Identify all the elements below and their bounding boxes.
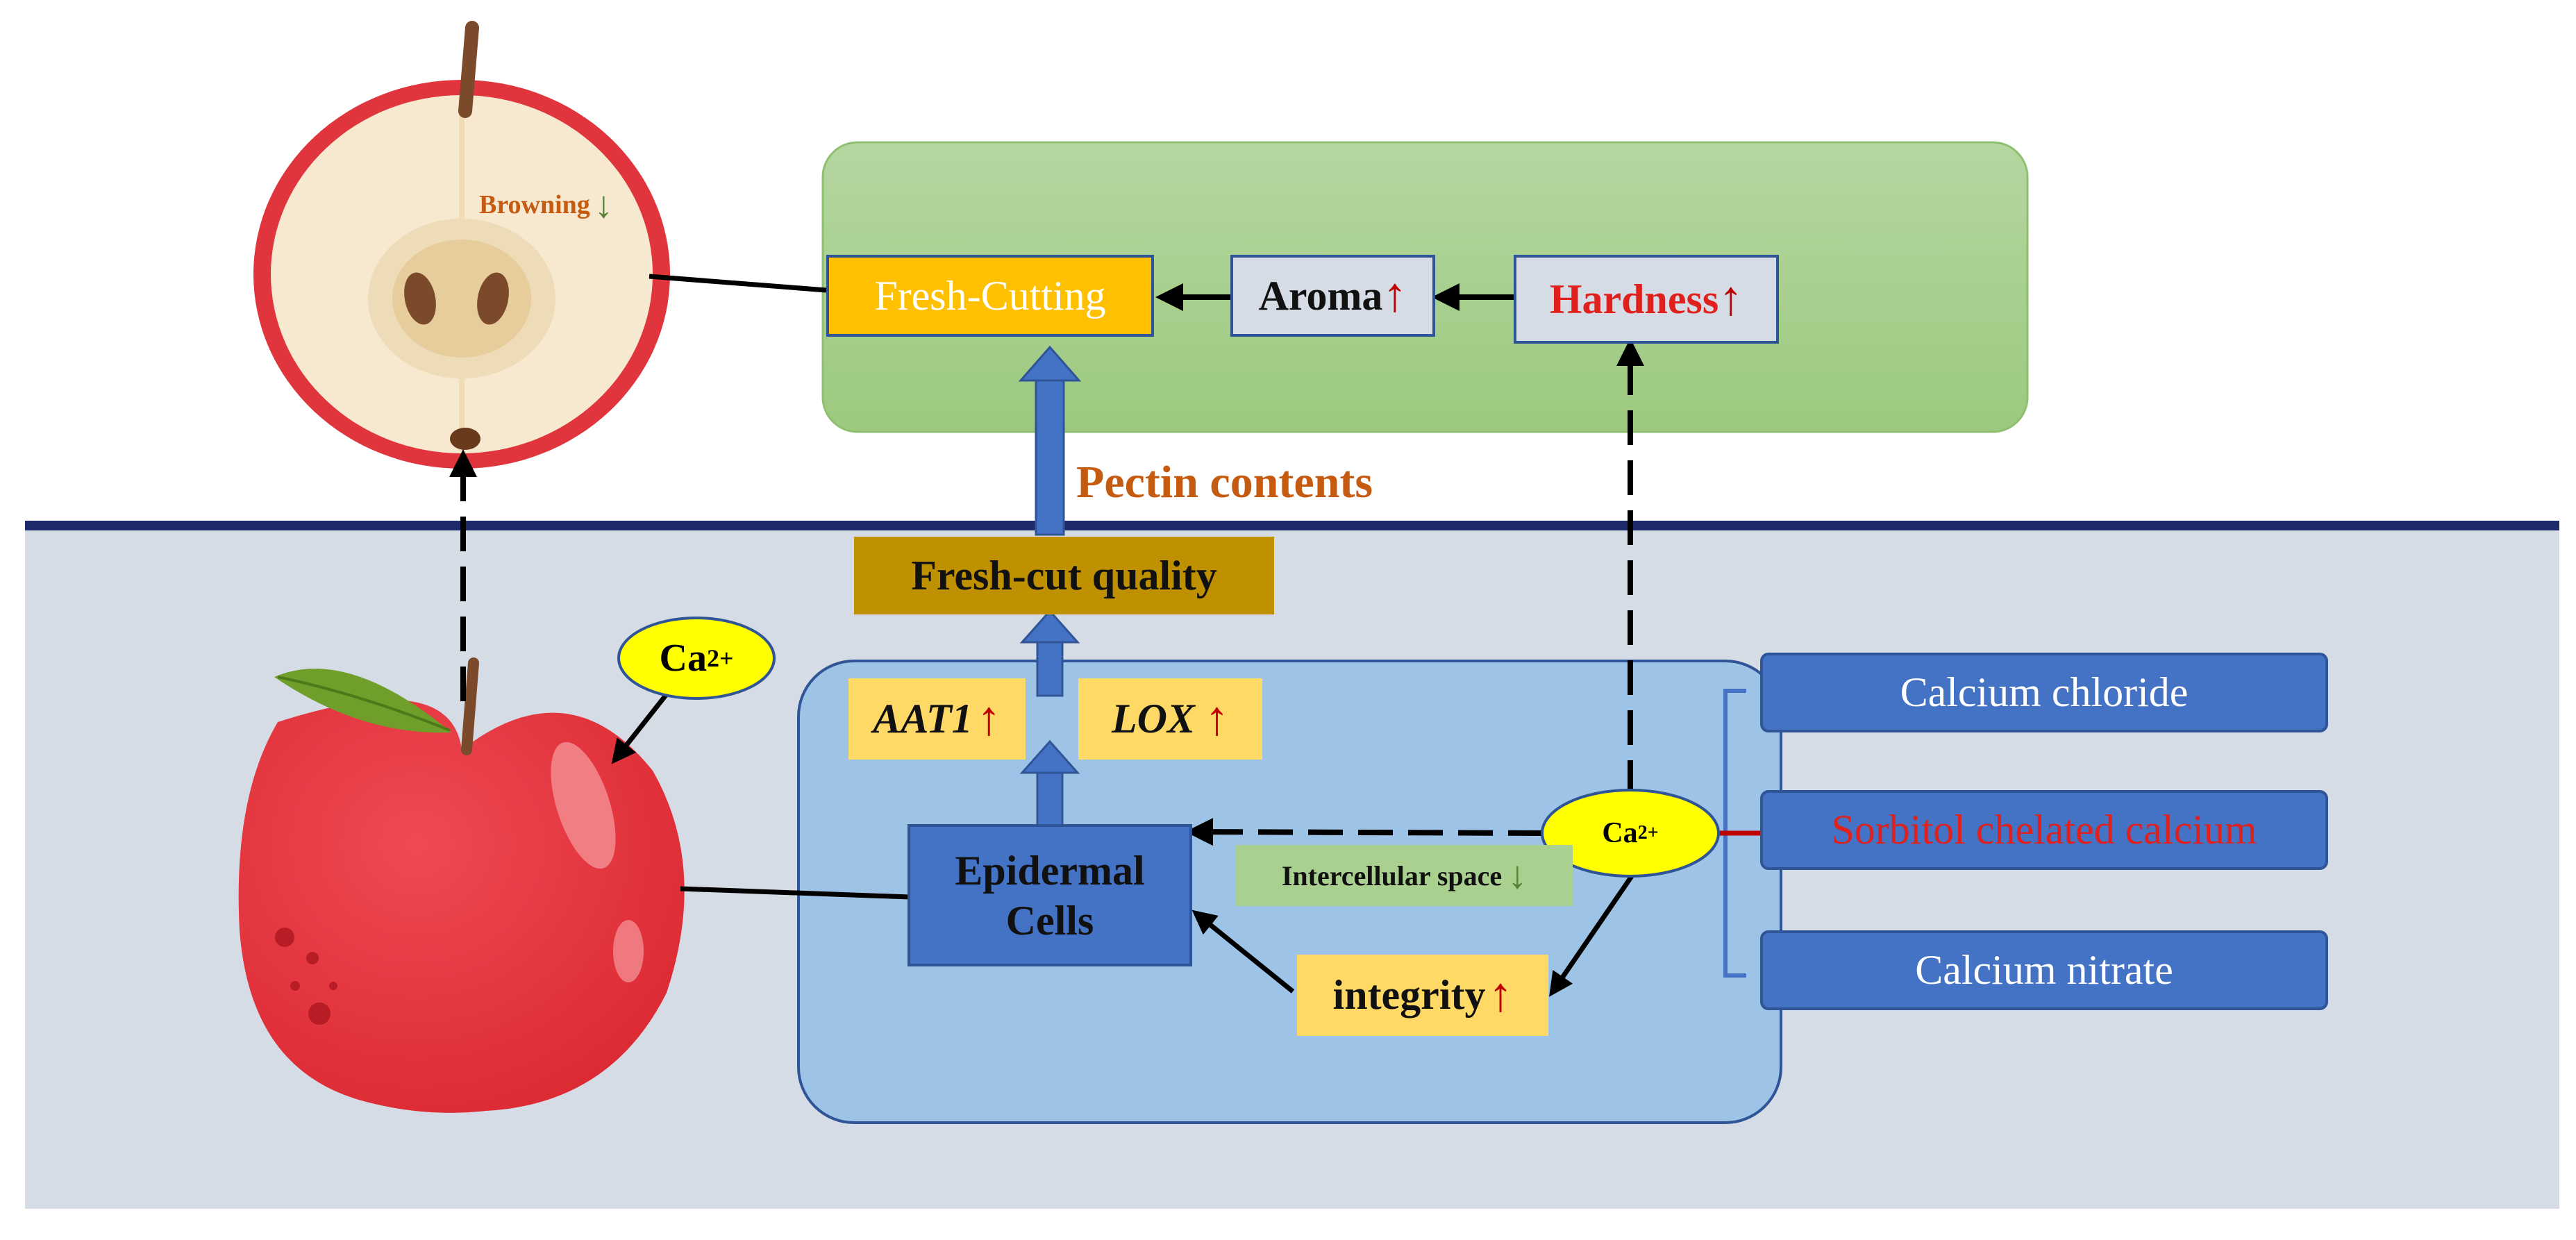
up-arrow-icon: ↑ xyxy=(1205,692,1229,746)
arrow-dashed-ca-to-epidermal xyxy=(1185,818,1544,846)
lox-box: LOX ↑ xyxy=(1078,678,1262,760)
block-arrow-genes-up xyxy=(1019,609,1080,697)
fresh-cutting-box: Fresh-Cutting xyxy=(826,255,1154,337)
whole-apple xyxy=(238,657,685,1113)
up-arrow-icon: ↑ xyxy=(1488,968,1513,1022)
up-arrow-icon: ↑ xyxy=(1718,272,1743,326)
treatment-sorbitol-chelated-calcium: Sorbitol chelated calcium xyxy=(1760,790,2328,870)
integrity-box: integrity ↑ xyxy=(1297,955,1548,1036)
connector-bottom-apple xyxy=(680,886,910,900)
epidermal-label-line2: Cells xyxy=(1005,897,1094,944)
ca-outer-base: Ca xyxy=(659,637,707,680)
arrow-integrity-to-epidermal xyxy=(1191,910,1295,994)
hardness-box: Hardness ↑ xyxy=(1514,255,1779,344)
browning-label: Browning ↓ xyxy=(479,182,618,227)
treatment-calcium-nitrate: Calcium nitrate xyxy=(1760,930,2328,1010)
integrity-label: integrity xyxy=(1332,972,1486,1018)
fresh-cutting-label: Fresh-Cutting xyxy=(874,272,1106,319)
connector-top-apple xyxy=(649,274,827,293)
treatment-sorbitol-chelated-calcium-label: Sorbitol chelated calcium xyxy=(1831,807,2257,853)
ca-outer-charge: 2+ xyxy=(706,644,734,672)
aat1-label: AAT1 xyxy=(873,696,973,742)
browning-text: Browning xyxy=(479,190,590,219)
up-arrow-icon: ↑ xyxy=(976,692,1001,746)
block-arrow-epidermal-up xyxy=(1019,739,1080,828)
aat1-box: AAT1 ↑ xyxy=(848,678,1026,760)
ca-ellipse-outer xyxy=(617,617,776,700)
fresh-cut-quality-box: Fresh-cut quality xyxy=(854,537,1274,614)
epidermal-label-line1: Epidermal xyxy=(955,847,1145,894)
intercellular-space-box: Intercellular space ↓ xyxy=(1236,845,1573,906)
epidermal-cells-box: Epidermal Cells xyxy=(908,824,1192,966)
pectin-contents-text: Pectin contents xyxy=(1076,457,1373,508)
treatment-calcium-chloride-label: Calcium chloride xyxy=(1900,669,2189,715)
fresh-cut-quality-label: Fresh-cut quality xyxy=(911,552,1217,598)
down-arrow-icon: ↓ xyxy=(1507,854,1528,897)
ca-inner-base: Ca xyxy=(1602,817,1638,849)
lox-label: LOX xyxy=(1112,696,1195,742)
aroma-label: Aroma xyxy=(1258,272,1383,319)
block-arrow-pectin xyxy=(1018,345,1082,536)
arrow-ca-to-apple xyxy=(611,692,669,764)
up-arrow-icon: ↑ xyxy=(1382,269,1407,322)
aroma-box: Aroma ↑ xyxy=(1230,255,1435,337)
apple-cross-section xyxy=(253,21,670,469)
arrow-ca-to-integrity xyxy=(1549,875,1634,997)
divider-line xyxy=(25,521,2559,530)
treatment-calcium-nitrate-label: Calcium nitrate xyxy=(1915,947,2173,993)
treatment-calcium-chloride: Calcium chloride xyxy=(1760,653,2328,732)
down-arrow-icon: ↓ xyxy=(594,183,613,226)
ca-ellipse-inner xyxy=(1541,789,1720,878)
pectin-contents-label: Pectin contents xyxy=(1076,455,1458,510)
hardness-label: Hardness xyxy=(1549,276,1719,322)
ca-inner-charge: 2+ xyxy=(1637,822,1659,844)
intercellular-space-label: Intercellular space xyxy=(1281,860,1503,891)
